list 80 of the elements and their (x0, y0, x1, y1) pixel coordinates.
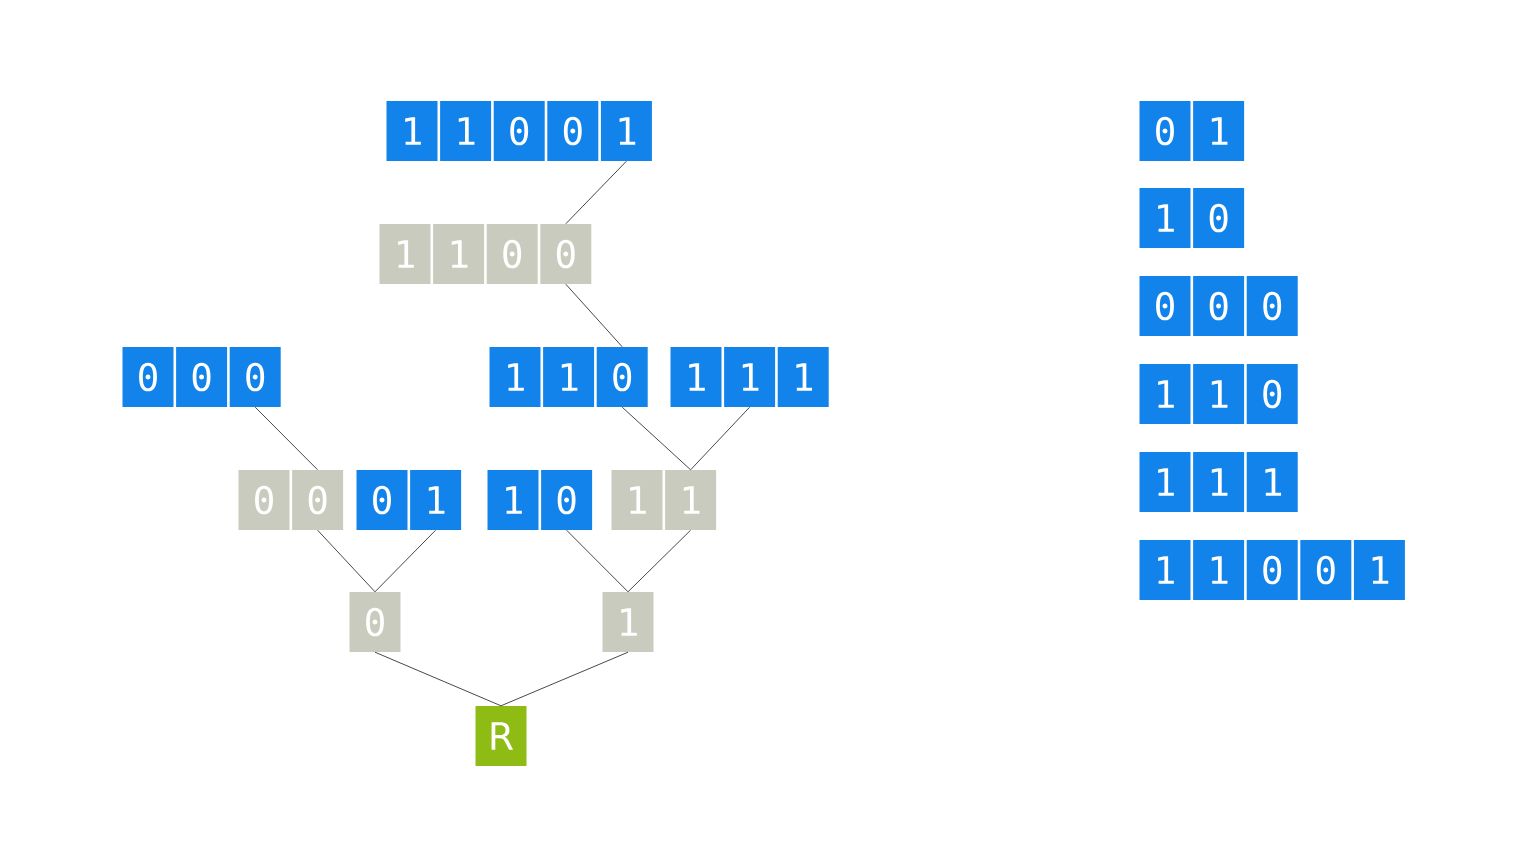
node-label: 0 (503, 239, 522, 269)
bit-box: 1 (487, 470, 539, 530)
connector-line (690, 406, 751, 471)
bit-box: 0 (493, 101, 545, 161)
bit-box: 1 (611, 470, 663, 530)
root-box: R (475, 706, 527, 766)
node-label: 1 (742, 363, 759, 391)
bit-box: 0 (547, 101, 599, 161)
bit-box: 0 (1300, 540, 1352, 600)
node-label: 1 (458, 117, 475, 145)
bit-box: 1 (1139, 364, 1191, 424)
bit-box: 1 (489, 347, 541, 407)
bit-box: 1 (1139, 188, 1191, 248)
bit-box: 1 (433, 224, 485, 284)
bit-box: 1 (440, 101, 492, 161)
node-label: 0 (1316, 555, 1335, 585)
bit-box: 0 (1193, 276, 1245, 336)
bit-box: 0 (1139, 101, 1191, 161)
connector-line (374, 651, 502, 707)
bit-box: 0 (1139, 276, 1191, 336)
node-label: 0 (1209, 291, 1228, 321)
connector-line (500, 651, 629, 707)
node-label: 1 (561, 363, 578, 391)
bit-box: 1 (602, 592, 654, 652)
connector-line (565, 283, 623, 348)
connector-line (621, 406, 692, 471)
bit-box: 1 (1246, 452, 1298, 512)
bit-box: 0 (1246, 276, 1298, 336)
bit-box: 0 (1246, 540, 1298, 600)
bit-box: 1 (600, 101, 652, 161)
node-label: 0 (1263, 555, 1282, 585)
node-label: 0 (613, 362, 632, 392)
bit-box: 1 (1139, 540, 1191, 600)
bit-box: 0 (596, 347, 648, 407)
bit-box: 0 (292, 470, 344, 530)
connector-line (627, 529, 692, 593)
bit-box: 0 (238, 470, 290, 530)
node-label: 0 (1263, 291, 1282, 321)
bit-box: 0 (541, 470, 593, 530)
bit-box: 1 (543, 347, 595, 407)
connector-line (374, 529, 437, 593)
bit-box: 1 (1353, 540, 1405, 600)
node-label: 1 (1265, 468, 1282, 496)
node-label: 1 (796, 363, 813, 391)
node-label: 0 (510, 116, 529, 146)
bit-box: 0 (122, 347, 174, 407)
bit-box: 1 (410, 470, 462, 530)
connector-line (565, 160, 627, 225)
node-label: 1 (619, 117, 636, 145)
bit-box: 1 (1193, 101, 1245, 161)
bit-box: 1 (1193, 540, 1245, 600)
node-label: 1 (1211, 468, 1228, 496)
bit-box: 1 (1193, 364, 1245, 424)
node-label: 1 (451, 240, 468, 268)
bit-box: 1 (670, 347, 722, 407)
bit-box: 0 (486, 224, 538, 284)
connector-line (254, 406, 319, 471)
bit-box: 1 (724, 347, 776, 407)
bit-box: 0 (176, 347, 228, 407)
bit-box: 0 (349, 592, 401, 652)
bit-box: 1 (777, 347, 829, 407)
bit-box: 1 (1139, 452, 1191, 512)
bit-box: 0 (1246, 364, 1298, 424)
node-label: 0 (246, 362, 265, 392)
bit-box: 0 (540, 224, 592, 284)
bit-box: 1 (665, 470, 717, 530)
node-label: 0 (563, 116, 582, 146)
connector-line (317, 529, 376, 593)
node-label: 1 (1211, 380, 1228, 408)
bit-box: 0 (229, 347, 281, 407)
bit-box: 0 (1193, 188, 1245, 248)
node-label: 0 (1263, 379, 1282, 409)
node-label: 0 (192, 362, 211, 392)
connector-line (566, 529, 629, 593)
bit-box: 1 (386, 101, 438, 161)
node-label: 1 (1372, 556, 1389, 584)
bit-box: 1 (1193, 452, 1245, 512)
bit-box: 0 (356, 470, 408, 530)
node-label: 1 (1211, 556, 1228, 584)
bit-box: 1 (379, 224, 431, 284)
